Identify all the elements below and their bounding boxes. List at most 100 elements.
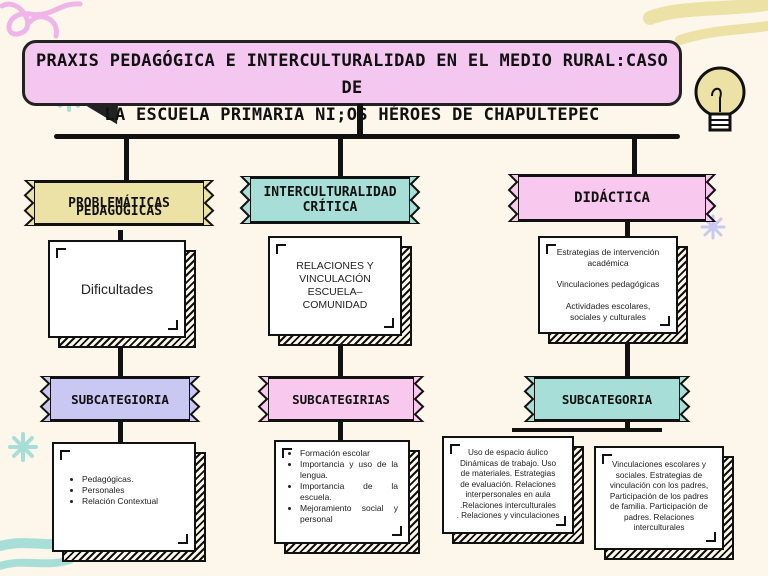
sub-line: de evaluación. Relaciones (460, 479, 556, 489)
subcategory-label: SUBCATEGORIA (561, 391, 653, 407)
branch-1-stem (124, 137, 129, 181)
corner-mark (660, 316, 670, 326)
sub-item-list: Pedagógicas. Personales Relación Context… (66, 474, 158, 507)
title-line-1: PRAXIS PEDAGÓGICA E INTERCULTURALIDAD EN… (35, 51, 669, 98)
category-label-line-2: CRÍTICA (302, 200, 358, 215)
branch-1-stem-2 (118, 230, 123, 244)
corner-mark (276, 244, 286, 254)
card-didactica: Estrategias de intervención académica Vi… (538, 236, 678, 334)
sub-line: .Relaciones interculturales (459, 500, 557, 510)
card-text-line: RELACIONES Y (296, 260, 374, 272)
category-banner-interculturalidad: INTERCULTURALIDAD CRÍTICA (239, 176, 421, 224)
category-label-line-1: PROBLEMÁTICAS (68, 195, 170, 211)
lightbulb-icon (694, 66, 746, 132)
sub-line: Dinámicas de trabajo. Uso (459, 458, 557, 468)
corner-mark (546, 244, 556, 254)
corner-mark (56, 248, 66, 258)
corner-mark (602, 454, 612, 464)
banner-zigzag-edge (257, 376, 269, 422)
card-text: Dificultades (80, 281, 154, 297)
card-text-line: ESCUELA– (307, 286, 363, 298)
corner-mark (60, 450, 70, 460)
card-relaciones: RELACIONES Y VINCULACIÓN ESCUELA– COMUNI… (268, 236, 402, 336)
sub-paragraph: Vinculaciones escolares y sociales. Estr… (602, 460, 716, 534)
sub-list-wrap: Formación escolar Importancia y uso de l… (284, 448, 398, 525)
title-stem (357, 104, 363, 136)
sub-line: interculturales (633, 523, 685, 532)
sub-list-wrap: Pedagógicas. Personales Relación Context… (66, 474, 158, 507)
sub-line: Participación de los padres (609, 491, 709, 501)
banner-zigzag-edge (705, 174, 717, 222)
corner-mark (178, 534, 188, 544)
branch-1-stem-3 (118, 340, 123, 378)
sub-line: sociales. Estrategias de (615, 470, 703, 480)
category-label-line-1: INTERCULTURALIDAD (263, 185, 397, 200)
sub-item-list: Formación escolar Importancia y uso de l… (284, 448, 398, 525)
banner-zigzag-edge (413, 376, 425, 422)
title-line-2: LA ESCUELA PRIMARIA NI;OS HÉROES DE CHAP… (104, 105, 600, 125)
category-label: DIDÁCTICA (574, 189, 650, 206)
subcategory-label: SUBCATEGIORIA (71, 391, 169, 407)
branch-3-stem-4 (625, 416, 630, 430)
corner-mark (450, 444, 460, 454)
subcategory-banner-1: SUBCATEGIORIA (39, 376, 201, 422)
banner-zigzag-edge (39, 376, 51, 422)
card-subcategory-2: Formación escolar Importancia y uso de l… (274, 440, 410, 544)
sub-item: Personales (82, 485, 158, 496)
sub-line: Uso de espacio áulico (467, 448, 549, 457)
category-banner-problematicas: PROBLEMÁTICAS (23, 180, 215, 226)
banner-zigzag-edge (409, 176, 421, 224)
corner-mark (168, 320, 178, 330)
sub-item: Formación escolar (300, 448, 398, 459)
subcategory-label: SUBCATEGIRIAS (292, 391, 390, 407)
sub-item: Pedagógicas. (82, 474, 158, 485)
sub-line: padres. Relaciones (623, 512, 695, 522)
sub-line: de familia. Participación de (610, 502, 708, 511)
banner-zigzag-edge (23, 180, 35, 226)
card-subcategory-3a: Uso de espacio áulico Dinámicas de traba… (442, 436, 574, 534)
corner-mark (706, 532, 716, 542)
branch-3-stem-2 (625, 222, 630, 238)
sub-line: Vinculaciones escolares y (611, 460, 707, 469)
main-horizontal-line (54, 134, 680, 139)
card-text-wrap: Estrategias de intervención académica Vi… (550, 238, 666, 332)
sub-paragraph: Uso de espacio áulico Dinámicas de traba… (452, 448, 564, 522)
subcategory-banner-2: SUBCATEGIRIAS (257, 376, 425, 422)
yellow-brush-decoration (643, 0, 768, 45)
sub-item: Relación Contextual (82, 496, 158, 507)
category-label-line-2: PEDAGÓGICAS (75, 204, 163, 219)
pink-scribble-decoration (0, 1, 83, 39)
sub-line: interpersonales en aula (465, 490, 551, 499)
card-text-wrap: RELACIONES Y VINCULACIÓN ESCUELA– COMUNI… (280, 238, 390, 334)
corner-mark (282, 448, 292, 458)
banner-zigzag-edge (679, 376, 691, 422)
sub-line: . Relaciones y vinculaciones (456, 511, 560, 520)
branch-2-stem-3 (338, 340, 343, 378)
corner-mark (556, 516, 566, 526)
card-dificultades: Dificultades (48, 240, 186, 338)
sub-item: Mejoramiento social y personal (300, 503, 398, 525)
sub-item: Importancia de la escuela. (300, 481, 398, 503)
card-item: Actividades escolares, sociales y cultur… (565, 300, 651, 322)
teal-sparkle-bottom-icon (8, 432, 38, 462)
card-item: Vinculaciones pedagógicas (556, 279, 660, 290)
card-subcategory-3b: Vinculaciones escolares y sociales. Estr… (594, 446, 724, 550)
corner-mark (384, 318, 394, 328)
branch-3-stem (632, 137, 637, 175)
card-subcategory-1: Pedagógicas. Personales Relación Context… (52, 442, 196, 552)
sub-line: de materiales. Estrategias (460, 469, 556, 478)
banner-zigzag-edge (523, 376, 535, 422)
branch-2-stem (338, 137, 343, 179)
sub-line: vinculación con los padres, (609, 481, 709, 490)
subcategory-banner-3: SUBCATEGORIA (523, 376, 691, 422)
banner-zigzag-edge (507, 174, 519, 222)
branch-3-stem-3 (625, 334, 630, 378)
banner-zigzag-edge (189, 376, 201, 422)
branch-2-stem-4 (338, 416, 343, 440)
title-box: PRAXIS PEDAGÓGICA E INTERCULTURALIDAD EN… (22, 40, 682, 125)
branch-1-stem-4 (118, 418, 123, 442)
banner-zigzag-edge (239, 176, 251, 224)
banner-zigzag-edge (203, 180, 215, 226)
card-text-line: COMUNIDAD (302, 299, 368, 311)
